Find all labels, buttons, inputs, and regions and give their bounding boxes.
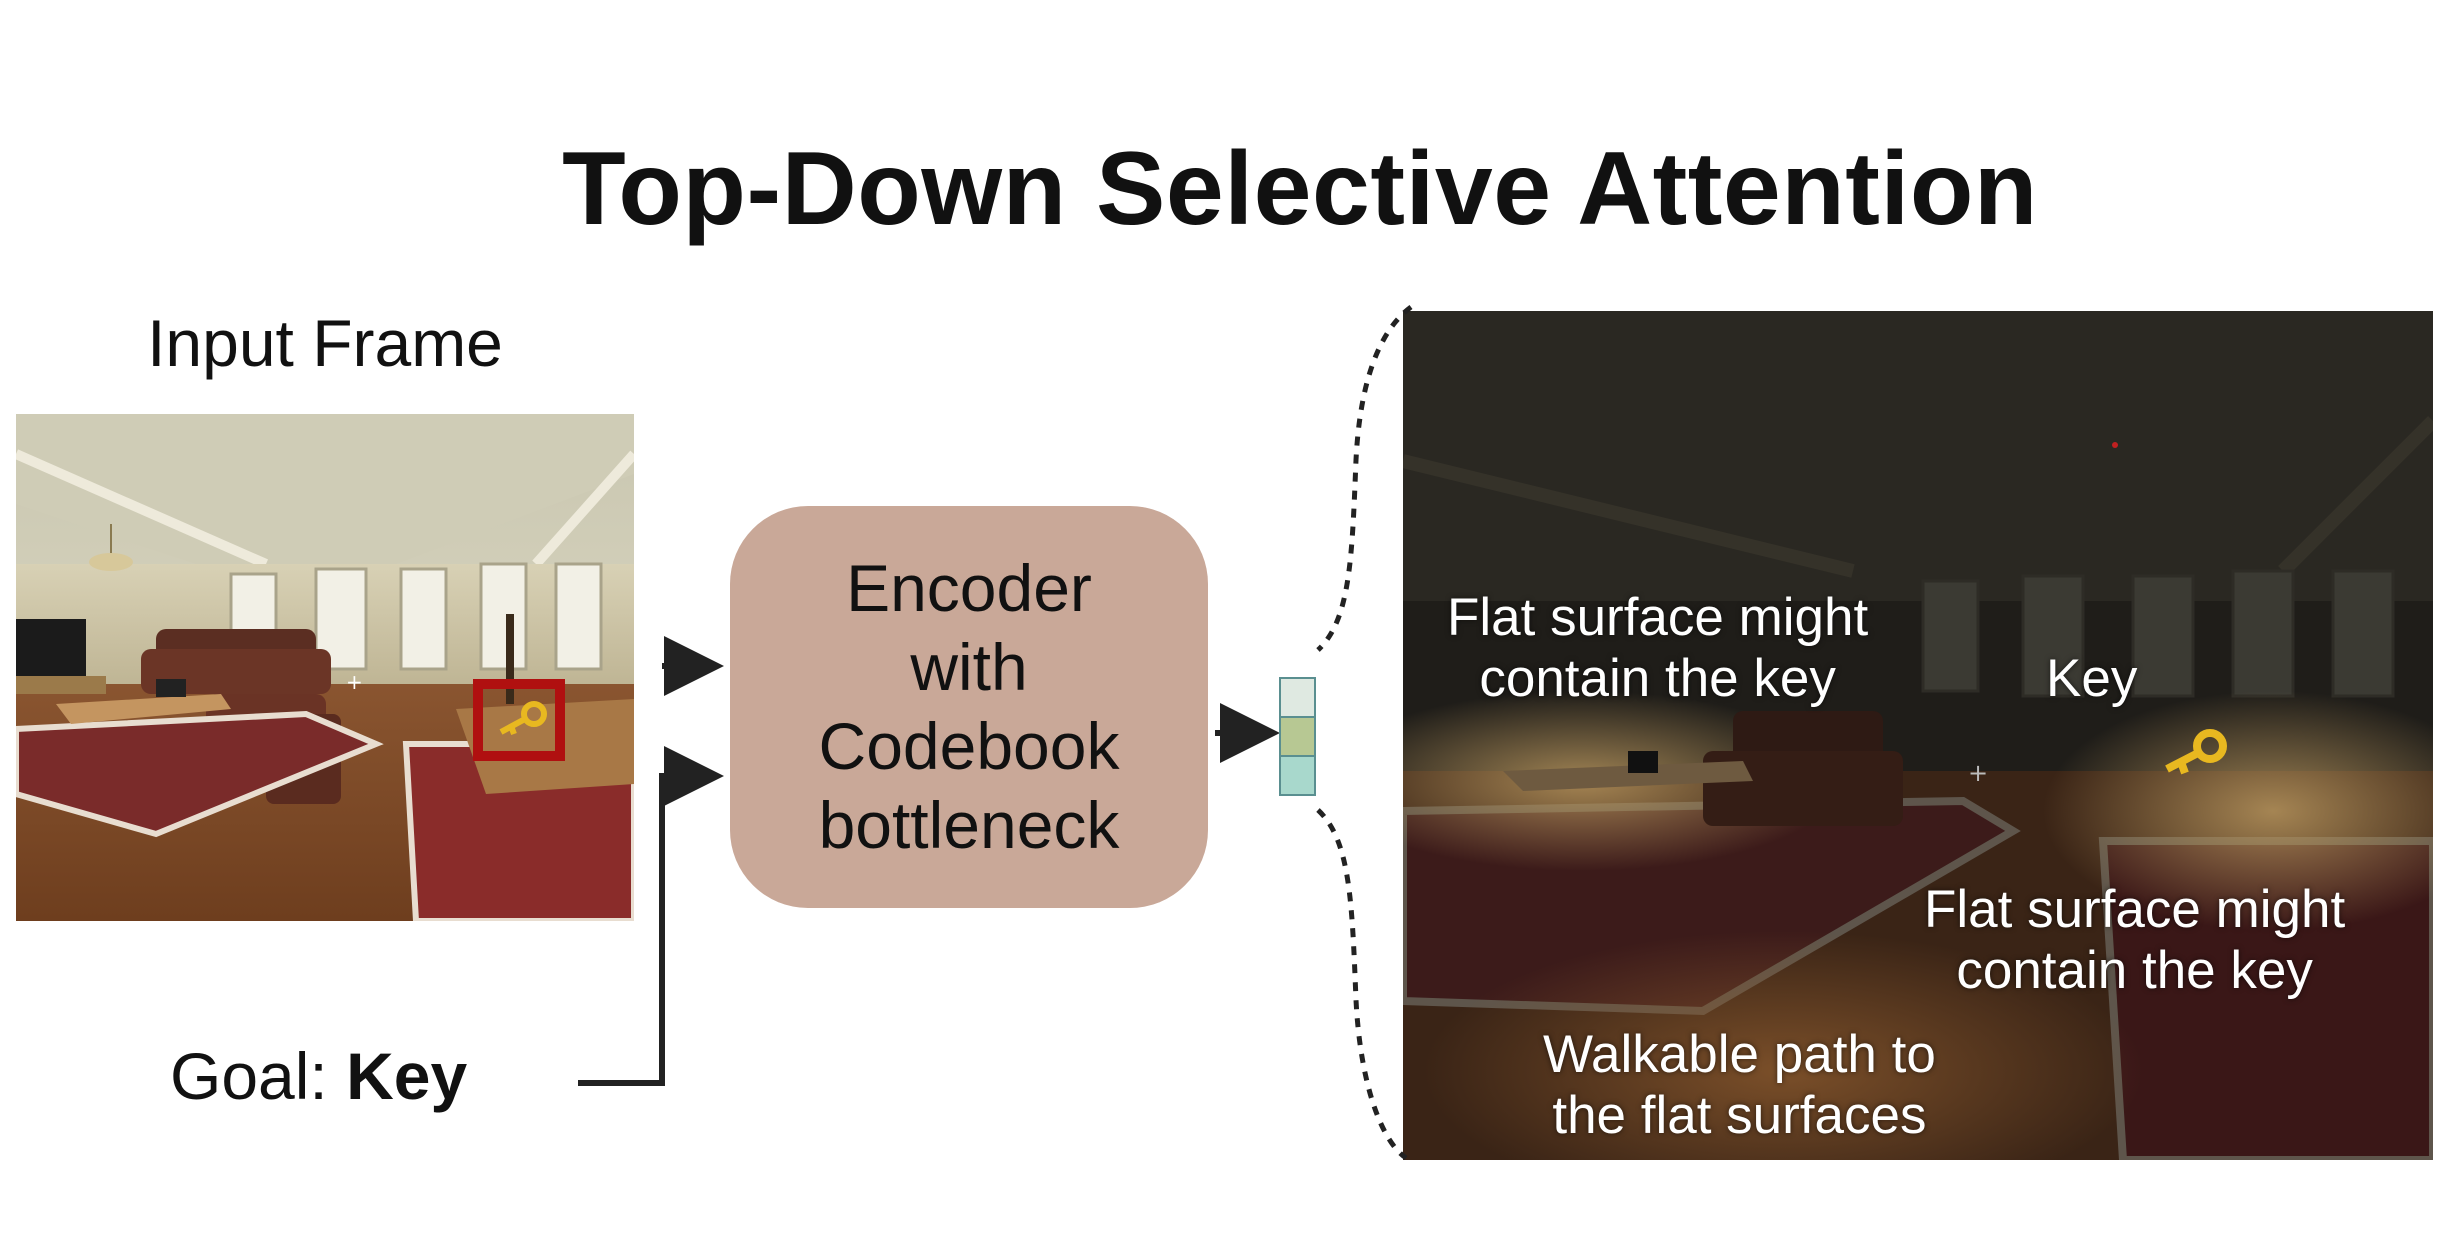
encoder-line: Encoder [846, 551, 1092, 625]
input-frame-image: + [16, 414, 634, 921]
encoder-line: bottleneck [818, 788, 1120, 862]
annotation-line: Flat surface might [1447, 588, 1869, 647]
key-icon [2165, 729, 2227, 775]
annotation-line: Flat surface might [1924, 880, 2346, 939]
encoder-block: Encoder with Codebook bottleneck [730, 506, 1208, 908]
room-scene: + [16, 414, 634, 921]
annotation-line: Walkable path to [1543, 1025, 1936, 1084]
brace-top [1316, 304, 1413, 652]
encoder-line: with [910, 630, 1028, 704]
input-frame-label: Input Frame [147, 306, 503, 380]
code-cell [1279, 716, 1316, 757]
attention-output-image: + Flat surface might contain the key Key… [1403, 311, 2433, 1160]
code-cell [1279, 677, 1316, 718]
goal-label: Goal: Key [170, 1038, 467, 1114]
svg-text:+: + [1968, 759, 1988, 787]
annotation-line: contain the key [1956, 941, 2313, 1000]
dimmed-room-scene: + [1403, 311, 2433, 1160]
annotation-walkable-path: Walkable path to the flat surfaces [1543, 1024, 1936, 1146]
annotation-line: contain the key [1479, 649, 1836, 708]
diagram-title: Top-Down Selective Attention [562, 131, 2038, 247]
annotation-line: the flat surfaces [1552, 1086, 1927, 1145]
target-highlight-box [473, 679, 565, 761]
codebook-vector [1279, 677, 1316, 796]
key-icon [499, 701, 547, 736]
code-cell [1279, 755, 1316, 796]
annotation-flat-surface-left: Flat surface might contain the key [1447, 587, 1868, 709]
brace-bottom [1316, 808, 1408, 1161]
goal-prefix: Goal: [170, 1039, 347, 1113]
annotation-flat-surface-right: Flat surface might contain the key [1924, 879, 2345, 1001]
annotation-key: Key [2046, 649, 2138, 708]
svg-text:+: + [346, 670, 363, 694]
goal-value: Key [346, 1039, 468, 1113]
encoder-line: Codebook [818, 709, 1120, 783]
